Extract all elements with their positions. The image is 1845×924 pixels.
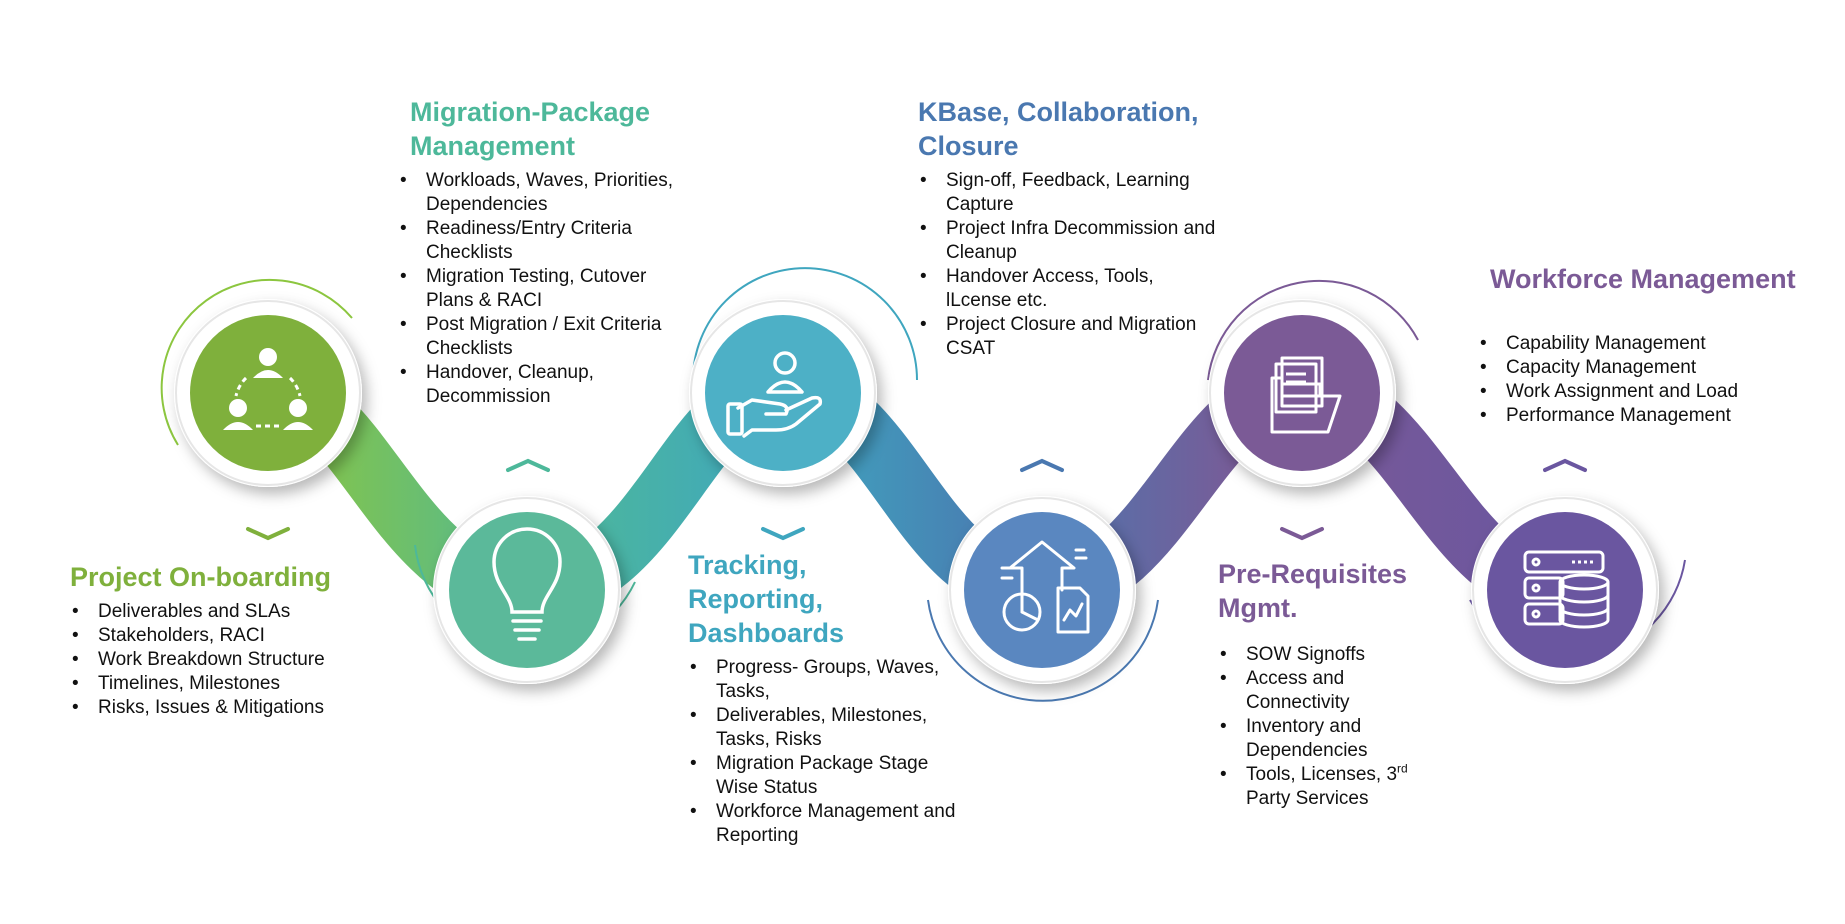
list-item: Access and Connectivity	[1218, 667, 1448, 715]
step-text-tracking: Tracking, Reporting, Dashboards Progress…	[688, 548, 963, 848]
step-items: Deliverables and SLAs Stakeholders, RACI…	[70, 600, 400, 720]
list-item: Risks, Issues & Mitigations	[70, 696, 400, 720]
step-items: SOW Signoffs Access and Connectivity Inv…	[1218, 643, 1448, 811]
folder-documents-icon	[1270, 356, 1342, 434]
list-item: Project Infra Decommission and Cleanup	[918, 217, 1218, 265]
chevron-up-icon	[506, 458, 550, 472]
list-item: Workforce Management and Reporting	[688, 800, 963, 848]
step-node-onboarding	[174, 299, 362, 487]
list-item: Timelines, Milestones	[70, 672, 400, 696]
step-items: Sign-off, Feedback, Learning Capture Pro…	[918, 169, 1218, 361]
step-title: Pre-Requisites Mgmt.	[1218, 559, 1408, 623]
step-text-prerequisites: Pre-Requisites Mgmt. SOW Signoffs Access…	[1218, 557, 1448, 811]
list-item: Work Assignment and Load	[1478, 380, 1818, 404]
list-item: Stakeholders, RACI	[70, 624, 400, 648]
growth-report-icon	[1000, 540, 1090, 634]
step-title: KBase, Collaboration, Closure	[918, 97, 1199, 161]
list-item: Post Migration / Exit Criteria Checklist…	[398, 313, 698, 361]
step-title: Migration-Package Management	[410, 97, 651, 161]
step-text-onboarding: Project On-boarding Deliverables and SLA…	[70, 560, 400, 720]
list-item: Progress- Groups, Waves, Tasks,	[688, 656, 963, 704]
step-node-migration-package	[433, 496, 621, 684]
step-items: Workloads, Waves, Priorities, Dependenci…	[398, 169, 698, 409]
step-text-kbase: KBase, Collaboration, Closure Sign-off, …	[918, 95, 1218, 361]
step-node-workforce	[1471, 496, 1659, 684]
server-database-icon	[1523, 550, 1610, 629]
step-text-migration-package: Migration-Package Management Workloads, …	[398, 95, 698, 409]
list-item: SOW Signoffs	[1218, 643, 1448, 667]
chevron-down-icon	[761, 527, 805, 541]
list-item: Deliverables, Milestones, Tasks, Risks	[688, 704, 963, 752]
list-item: Sign-off, Feedback, Learning Capture	[918, 169, 1218, 217]
chevron-down-icon	[246, 527, 290, 541]
list-item: Inventory and Dependencies	[1218, 715, 1448, 763]
list-item: Workloads, Waves, Priorities, Dependenci…	[398, 169, 698, 217]
list-item: Tools, Licenses, 3rd Party Services	[1218, 763, 1448, 811]
list-item: Work Breakdown Structure	[70, 648, 400, 672]
list-item: Migration Package Stage Wise Status	[688, 752, 963, 800]
list-item: Project Closure and Migration CSAT	[918, 313, 1218, 361]
hand-holding-person-icon	[726, 351, 823, 438]
step-title: Project On-boarding	[70, 562, 332, 592]
step-node-prerequisites	[1208, 299, 1396, 487]
step-node-kbase	[948, 496, 1136, 684]
step-title: Workforce Management	[1490, 264, 1796, 294]
list-item: Capacity Management	[1478, 356, 1818, 380]
list-item: Deliverables and SLAs	[70, 600, 400, 624]
list-item-text: Tools, Licenses, 3rd Party Services	[1246, 761, 1408, 809]
team-network-icon	[223, 348, 313, 430]
step-items: Progress- Groups, Waves, Tasks, Delivera…	[688, 656, 963, 848]
step-title: Tracking, Reporting, Dashboards	[688, 550, 845, 648]
list-item: Handover, Cleanup, Decommission	[398, 361, 698, 409]
chevron-up-icon	[1543, 458, 1587, 472]
chevron-up-icon	[1020, 458, 1064, 472]
list-item: Performance Management	[1478, 404, 1818, 428]
list-item: Migration Testing, Cutover Plans & RACI	[398, 265, 698, 313]
step-items: Capability Management Capacity Managemen…	[1478, 332, 1818, 428]
step-node-tracking	[689, 299, 877, 487]
list-item: Capability Management	[1478, 332, 1818, 356]
list-item: Handover Access, Tools, lLcense etc.	[918, 265, 1218, 313]
step-text-workforce: Workforce Management Capability Manageme…	[1478, 262, 1818, 428]
list-item: Readiness/Entry Criteria Checklists	[398, 217, 698, 265]
lightbulb-icon	[492, 527, 562, 641]
chevron-down-icon	[1280, 527, 1324, 541]
